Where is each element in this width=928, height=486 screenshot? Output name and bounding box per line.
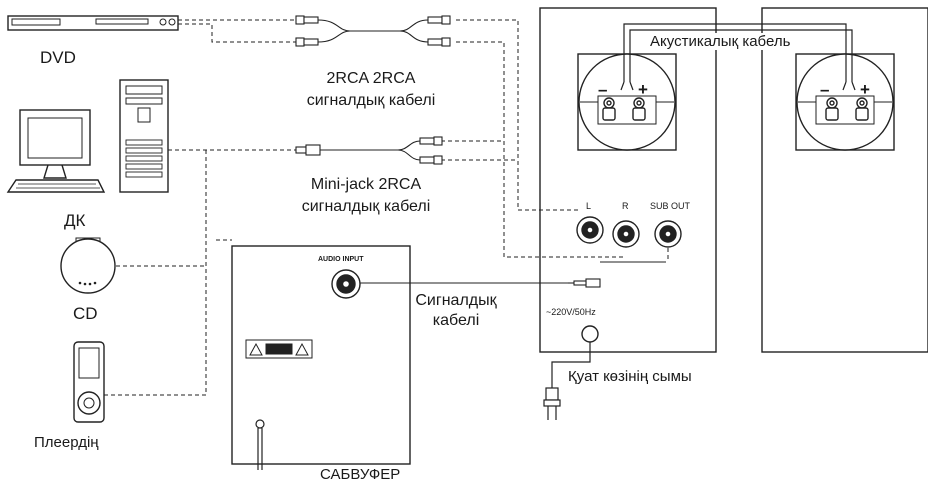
port-label-right: R xyxy=(622,201,629,211)
right-plus-mark: + xyxy=(860,80,870,99)
audio-input-socket[interactable] xyxy=(331,269,361,299)
left-plus-mark: + xyxy=(638,80,648,99)
portable-player-icon xyxy=(73,341,105,423)
pc-monitor-icon xyxy=(6,109,106,193)
minijack-cable-label-line1: Mini-jack 2RCA xyxy=(310,176,422,193)
rca-cable-label: 2RCA 2RCA сигналдық кабелі xyxy=(296,68,446,112)
dvd-player-icon xyxy=(7,15,179,31)
port-label-left: L xyxy=(586,201,592,211)
cd-player-icon xyxy=(60,237,116,294)
power-socket-icon xyxy=(581,325,599,343)
rca-cable-label-line1: 2RCA 2RCA xyxy=(326,70,416,87)
rca-cable-icon xyxy=(295,15,451,47)
subwoofer-power-cable xyxy=(255,419,265,470)
subwoofer-cabinet xyxy=(231,245,411,465)
signal-cable-label-line1: Сигналдық xyxy=(415,292,497,309)
power-rating-label: ~220V/50Hz xyxy=(546,307,596,317)
rca-left-socket[interactable] xyxy=(576,216,604,244)
player-label: Плеердің xyxy=(34,434,99,451)
warning-label-icon xyxy=(245,339,313,359)
right-speaker-cabinet xyxy=(761,7,928,353)
minijack-cable-label: Mini-jack 2RCA сигналдық кабелі xyxy=(276,174,456,218)
signal-cable-label-line2: кабелі xyxy=(432,312,480,329)
minijack-cable-icon xyxy=(295,136,443,165)
sub-out-socket[interactable] xyxy=(654,220,682,248)
left-minus-mark: – xyxy=(598,80,607,99)
pc-tower-icon xyxy=(119,79,169,193)
rca-right-socket[interactable] xyxy=(612,220,640,248)
power-cord-icon xyxy=(543,342,591,420)
pc-label: ДК xyxy=(64,211,86,230)
left-speaker-terminals xyxy=(602,97,646,121)
dvd-label: DVD xyxy=(40,48,76,67)
signal-cable-label: Сигналдық кабелі xyxy=(408,291,504,331)
minijack-cable-label-line2: сигналдық кабелі xyxy=(301,198,431,215)
left-speaker-cabinet xyxy=(539,7,717,353)
audio-input-label: AUDIO INPUT xyxy=(318,256,364,263)
cd-label: CD xyxy=(73,304,98,323)
right-minus-mark: – xyxy=(820,80,829,99)
subwoofer-label: САБВУФЕР xyxy=(320,466,401,483)
acoustic-cable-label: Акустикалық кабель xyxy=(648,33,793,50)
subwoofer-signal-cable xyxy=(360,261,666,288)
acoustic-cable-icon xyxy=(620,23,856,91)
port-label-sub-out: SUB OUT xyxy=(650,201,691,211)
rca-cable-label-line2: сигналдық кабелі xyxy=(306,92,436,109)
power-cord-label: Қуат көзінің сымы xyxy=(568,368,692,385)
